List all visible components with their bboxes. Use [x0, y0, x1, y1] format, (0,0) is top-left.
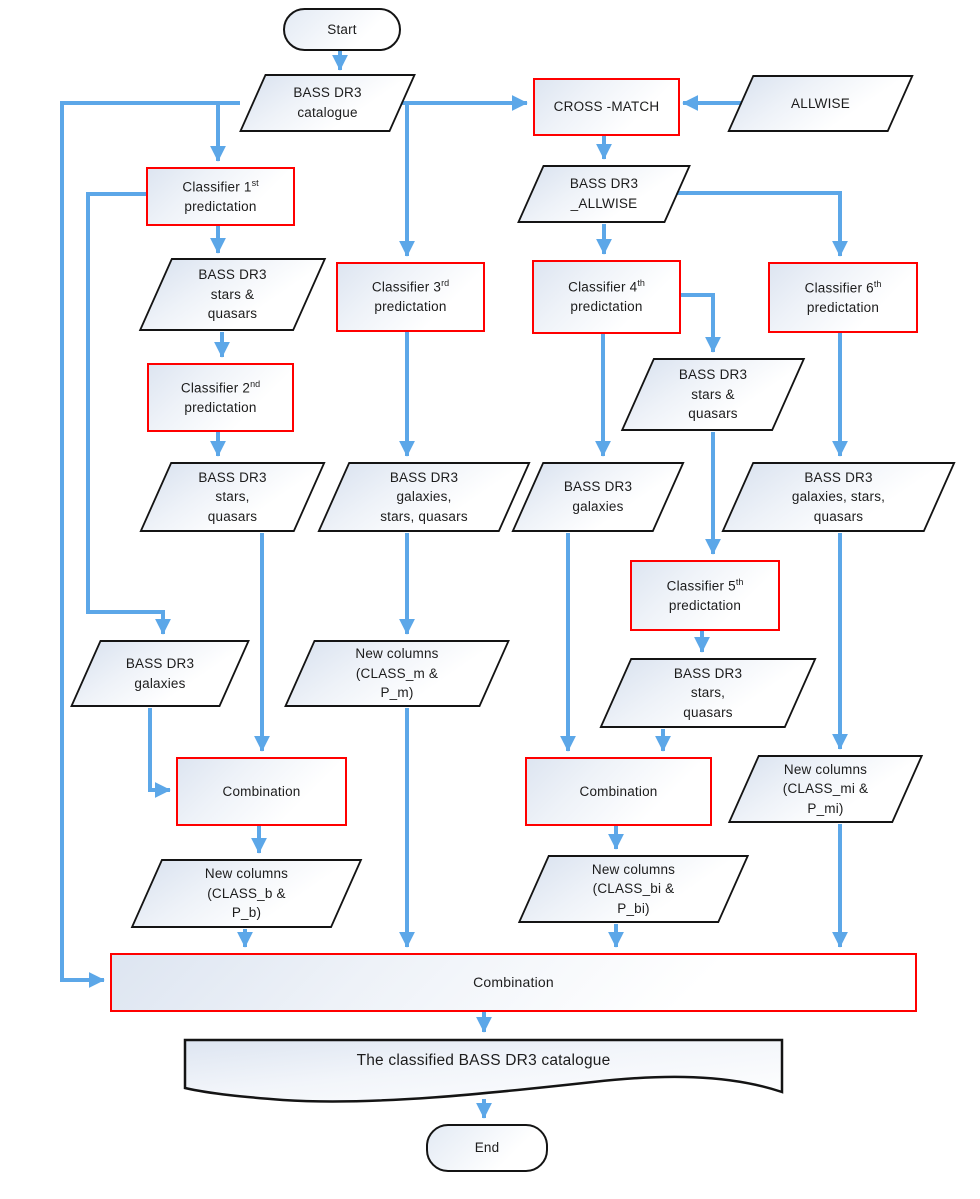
node-bass-dr3-stars-quasars-2: BASS DR3 stars, quasars [600, 658, 816, 728]
classified-catalogue-label: The classified BASS DR3 catalogue [356, 1052, 611, 1069]
edge-classifier4-to-starsquasars2 [677, 293, 721, 353]
node-bass-dr3-galaxies-right: BASS DR3 galaxies [512, 462, 684, 532]
node-classifier-3: Classifier 3rd predictation [336, 262, 485, 332]
edge-galaxiesleft-to-combination-b [148, 708, 171, 798]
node-bass-dr3-galaxies-left: BASS DR3 galaxies [70, 640, 250, 707]
start-label: Start [327, 21, 357, 37]
cross-match-label: CROSS -MATCH [553, 99, 660, 115]
document-shape [183, 1038, 784, 1103]
node-allwise: ALLWISE [728, 75, 913, 132]
node-bass-dr3-catalogue: BASS DR3 catalogue [240, 74, 415, 132]
node-bass-dr3-stars-amp-quasars-1: BASS DR3 stars & quasars [140, 258, 325, 331]
node-new-columns-b: New columns (CLASS_b & P_b) [131, 859, 362, 928]
node-cross-match: CROSS -MATCH [533, 78, 680, 136]
node-combination-final: Combination [110, 953, 917, 1012]
node-bass-dr3-galaxies-stars-quasars-m: BASS DR3 galaxies, stars, quasars [318, 462, 530, 532]
edge-classifier1-to-galaxies-left [86, 192, 171, 635]
node-new-columns-mi: New columns (CLASS_mi & P_mi) [728, 755, 923, 823]
node-new-columns-m: New columns (CLASS_m & P_m) [284, 640, 510, 707]
node-classifier-1: Classifier 1st predictation [146, 167, 295, 226]
edge-bassallwise-to-classifier6 [676, 191, 848, 257]
node-bass-dr3-galaxies-stars-quasars-mi: BASS DR3 galaxies, stars, quasars [722, 462, 955, 532]
node-new-columns-bi: New columns (CLASS_bi & P_bi) [518, 855, 749, 923]
node-bass-dr3-stars-amp-quasars-2: BASS DR3 stars & quasars [622, 358, 804, 431]
end-label: End [474, 1140, 500, 1156]
node-bass-dr3-allwise: BASS DR3 _ALLWISE [518, 165, 690, 223]
node-classifier-5: Classifier 5th predictation [630, 560, 780, 631]
node-classified-catalogue-document: The classified BASS DR3 catalogue [183, 1038, 784, 1113]
node-bass-dr3-stars-quasars-1: BASS DR3 stars, quasars [140, 462, 325, 532]
node-classifier-4: Classifier 4th predictation [532, 260, 681, 334]
edge-catalogue-to-final-combination [60, 101, 240, 988]
node-start: Start [283, 8, 401, 51]
node-combination-b: Combination [176, 757, 347, 826]
node-end: End [426, 1124, 548, 1172]
node-classifier-2: Classifier 2nd predictation [147, 363, 294, 432]
node-combination-bi: Combination [525, 757, 712, 826]
node-classifier-6: Classifier 6th predictation [768, 262, 918, 333]
